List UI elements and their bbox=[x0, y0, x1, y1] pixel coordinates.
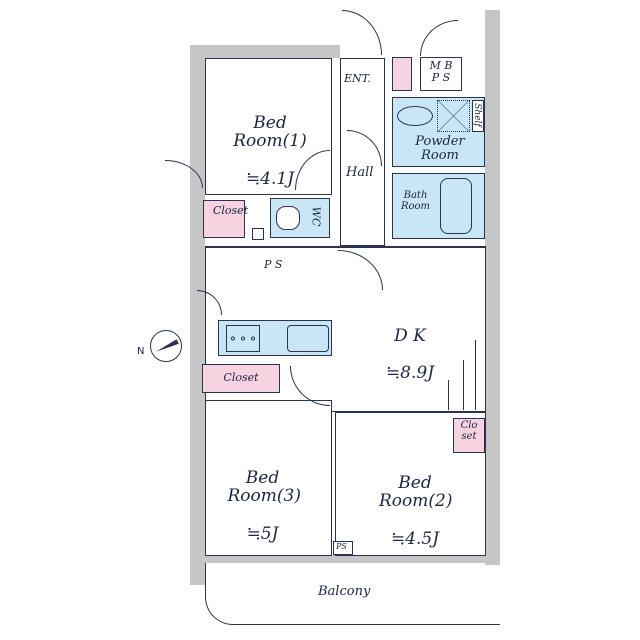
bedroom-2-label: Bed Room(2) ≒4.5J bbox=[365, 455, 465, 567]
compass-icon bbox=[150, 330, 182, 362]
room-size: ≒4.1J bbox=[245, 168, 295, 189]
dk-label: D K ≒8.9J bbox=[370, 308, 450, 401]
bath-room-label: Bath Room bbox=[400, 190, 431, 212]
room-name: D K bbox=[394, 325, 426, 346]
bedroom-3 bbox=[205, 400, 332, 556]
washbasin-icon bbox=[397, 106, 433, 126]
balcony bbox=[205, 563, 500, 625]
mbps bbox=[420, 57, 462, 91]
bedroom-2 bbox=[335, 412, 486, 556]
window-mullion bbox=[475, 340, 477, 410]
hall-label: Hall bbox=[346, 165, 374, 180]
closet-3 bbox=[202, 364, 280, 393]
window-mullion bbox=[463, 360, 465, 410]
outer-wall-right bbox=[485, 10, 500, 565]
room-size: ≒5J bbox=[246, 523, 279, 544]
room-size: ≒8.9J bbox=[385, 363, 435, 384]
room-name: Bed Room(1) bbox=[233, 112, 307, 152]
entrance-label: ENT. bbox=[344, 72, 371, 85]
compass-north-label: N bbox=[137, 346, 145, 357]
window-mullion bbox=[448, 380, 450, 410]
sink-icon bbox=[287, 325, 329, 352]
shelf bbox=[472, 100, 484, 132]
mbps-label: M B P S bbox=[429, 59, 453, 85]
stove-icon: ⚬⚬⚬ bbox=[226, 325, 260, 352]
kitchen-counter bbox=[218, 320, 332, 356]
compass-needle-icon bbox=[155, 339, 179, 354]
wc-label: WC bbox=[309, 206, 323, 227]
room-name: Bed Room(3) bbox=[227, 467, 301, 507]
pipe-space-2-label: PS bbox=[336, 542, 347, 551]
bedroom-3-label: Bed Room(3) ≒5J bbox=[215, 450, 310, 562]
room-name: Bed Room(2) bbox=[379, 472, 453, 512]
closet-1 bbox=[203, 200, 245, 238]
room-size: ≒4.5J bbox=[390, 528, 440, 549]
pipe-space-1 bbox=[252, 228, 264, 240]
closet-2-label: Clo set bbox=[460, 420, 478, 442]
outer-wall-left bbox=[190, 45, 205, 585]
wall-bottom bbox=[190, 555, 500, 563]
entrance-door bbox=[342, 10, 382, 55]
toilet-icon bbox=[276, 206, 300, 230]
shelf-label: Shelf bbox=[471, 103, 482, 127]
mbps-door bbox=[420, 20, 458, 56]
outer-wall-top bbox=[190, 45, 340, 58]
closet-3-label: Closet bbox=[223, 371, 259, 384]
closet-2 bbox=[453, 418, 485, 453]
washer-space bbox=[437, 100, 470, 132]
bedroom-1-label: Bed Room(1) ≒4.1J bbox=[215, 95, 325, 207]
pipe-space-1-label: P S bbox=[264, 258, 283, 271]
bathtub-icon bbox=[440, 178, 472, 234]
closet-1-label: Closet bbox=[212, 204, 249, 217]
pipe-space-2 bbox=[333, 541, 353, 555]
powder-room-label: Powder Room bbox=[415, 134, 465, 164]
balcony-label: Balcony bbox=[318, 584, 371, 599]
shoe-cabinet bbox=[392, 57, 412, 91]
